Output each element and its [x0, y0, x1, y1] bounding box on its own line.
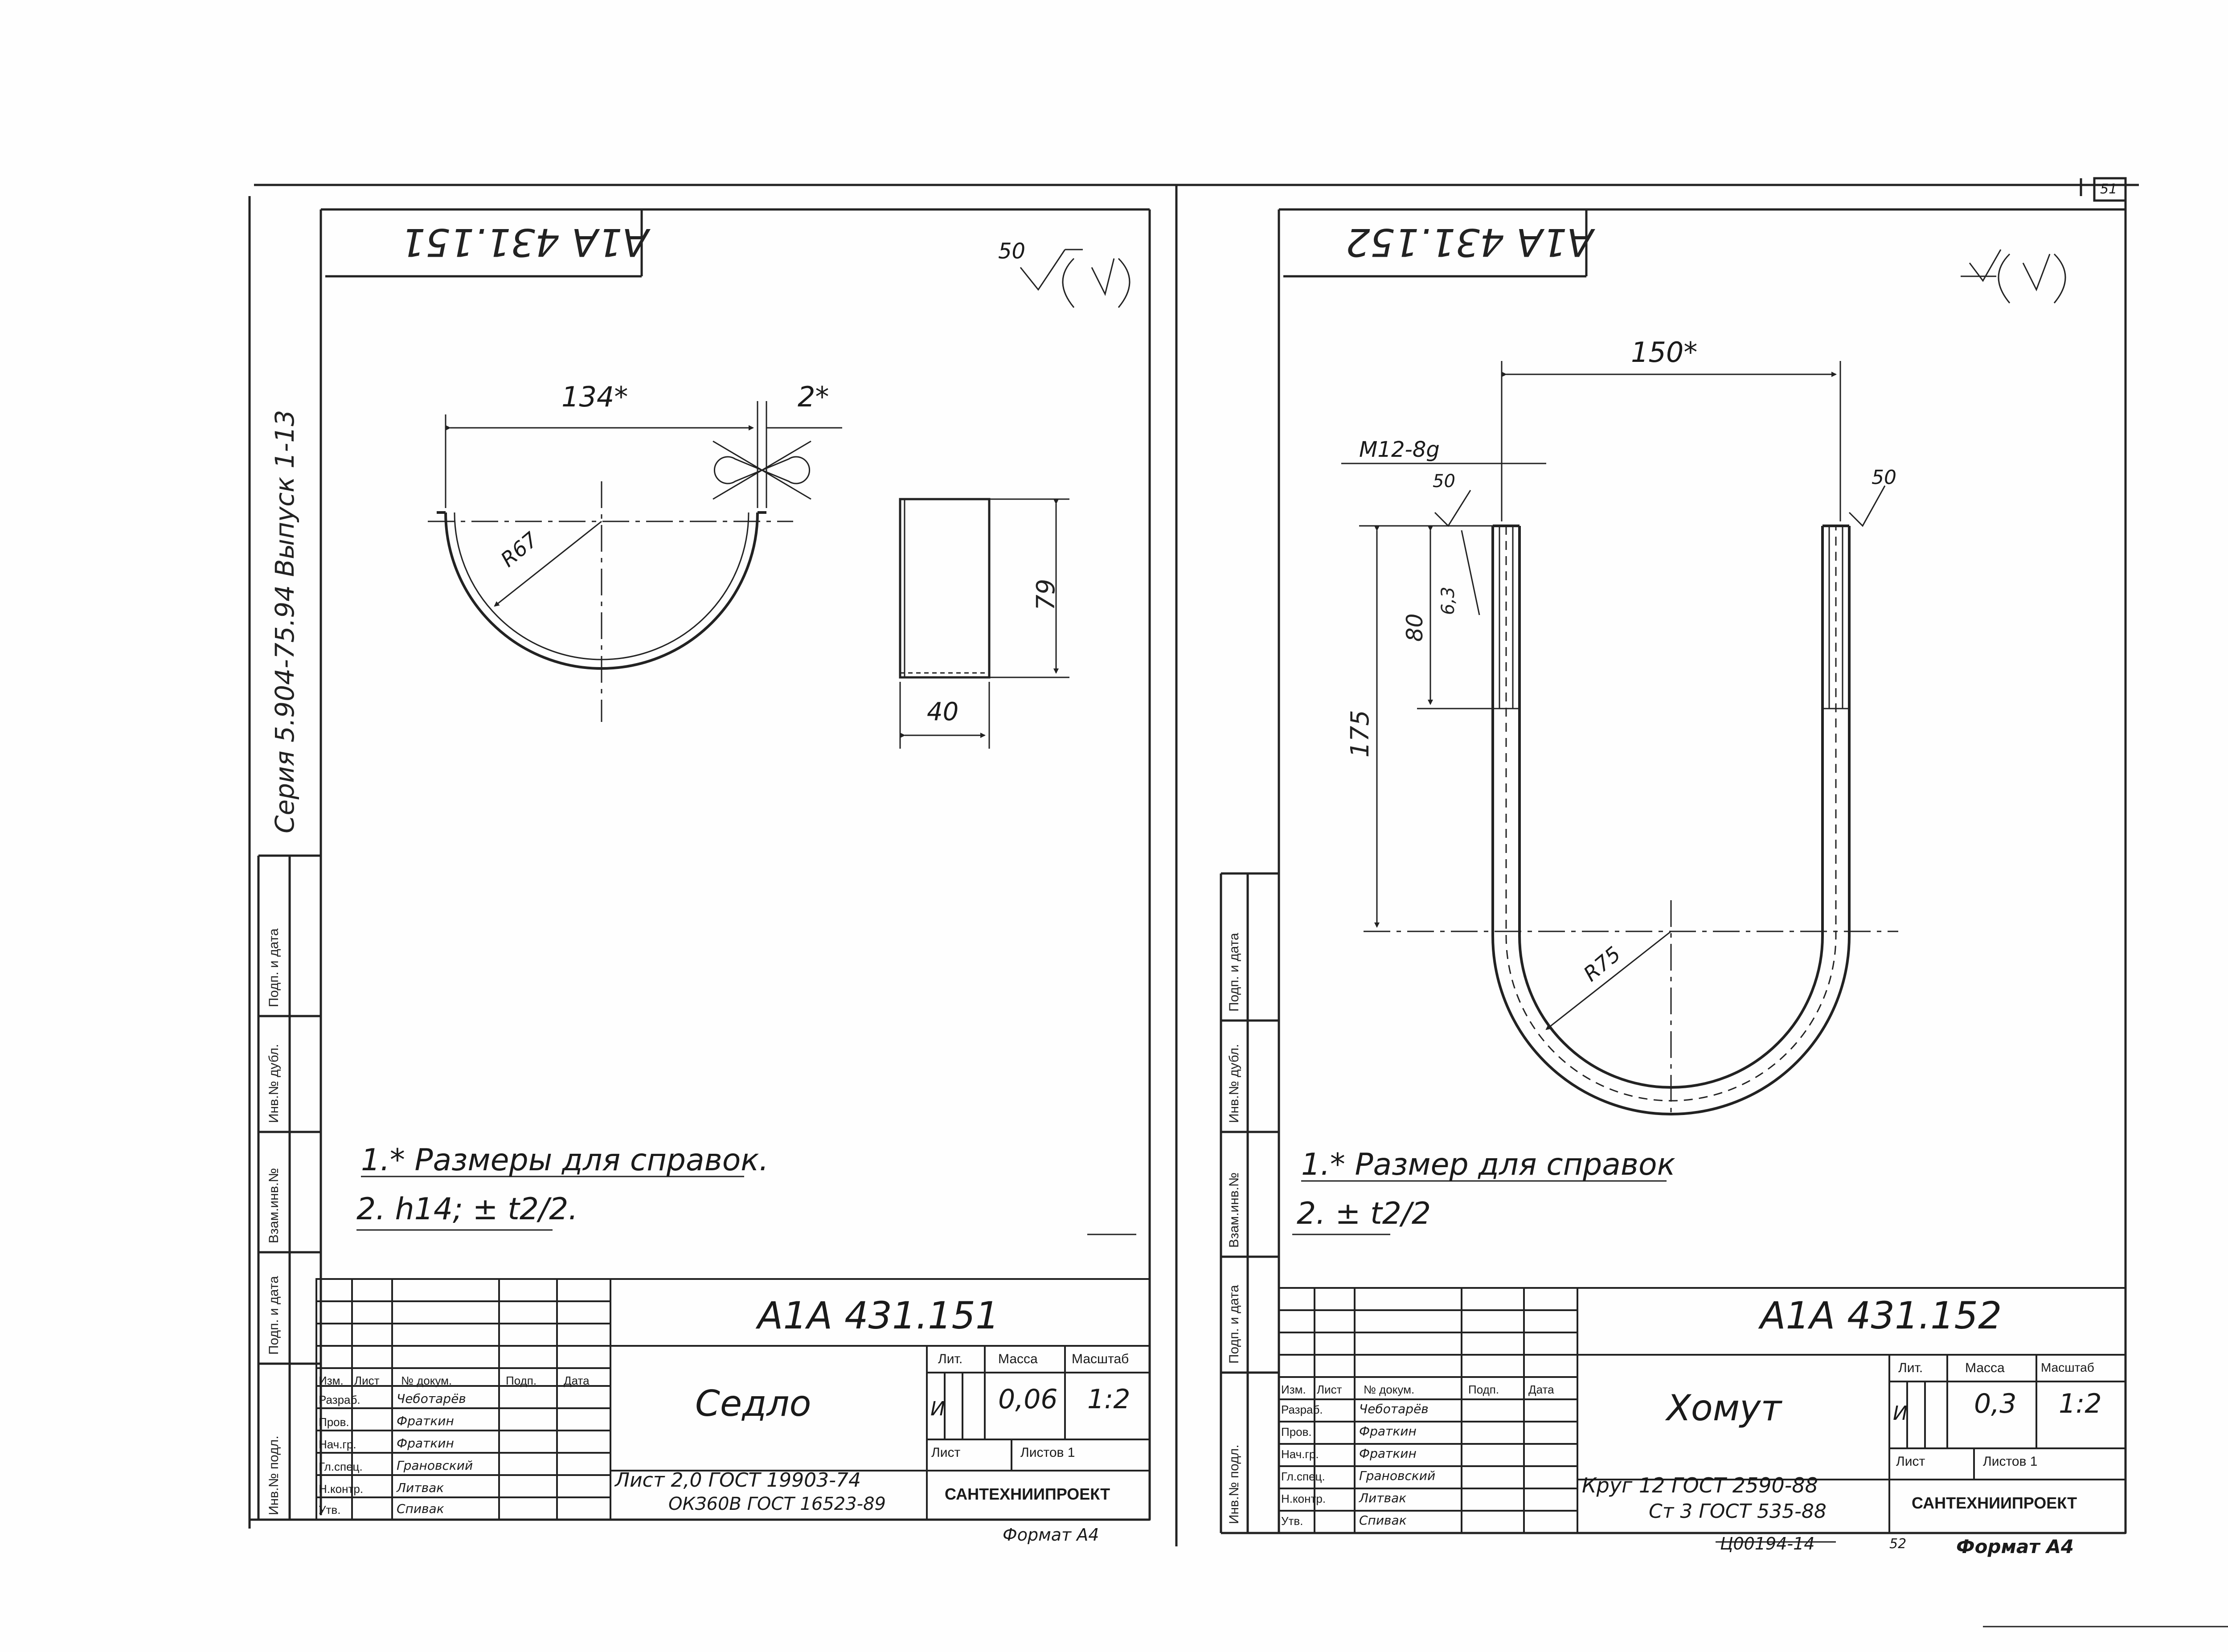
right-note-1: 1.* Размер для справок [1301, 1147, 1675, 1182]
left-tb-lit-label: Лит. [938, 1352, 963, 1366]
left-dim-gap: 2* [798, 381, 829, 413]
left-note-2: 2. h14; ± t2/2. [356, 1192, 578, 1227]
left-tb-org: САНТЕХНИИПРОЕКТ [945, 1485, 1110, 1503]
right-tb-name-3: Фраткин [1359, 1446, 1417, 1461]
right-tb-role-4: Гл.спец. [1281, 1470, 1325, 1483]
right-dim-leg: 175 [1346, 710, 1375, 758]
right-dim-thread: М12-8g [1359, 437, 1440, 462]
right-tb-head-sign: Подп. [1468, 1383, 1499, 1396]
left-tb-head-izm: Изм. [319, 1374, 344, 1387]
side-stamp-inv-right: Инв.№ подл. [1227, 1444, 1241, 1524]
right-tb-name-1: Чеботарёв [1359, 1402, 1429, 1416]
left-tb-name-6: Спивак [397, 1501, 444, 1516]
right-tb-name-6: Спивак [1359, 1513, 1407, 1528]
right-tb-name-4: Грановский [1359, 1468, 1436, 1483]
right-tb-name-5: Литвак [1359, 1491, 1407, 1505]
side-stamp-inv-left: Инв.№ подл. [266, 1435, 281, 1515]
left-tb-role-6: Утв. [319, 1503, 341, 1517]
left-dim-height: 79 [1032, 578, 1061, 611]
right-tb-name-2: Фраткин [1359, 1424, 1417, 1439]
left-tb-name-1: Чеботарёв [397, 1391, 466, 1406]
right-dim-width: 150* [1631, 336, 1698, 369]
left-tb-mass: 0,06 [998, 1384, 1058, 1415]
left-tb-role-4: Гл.спец. [319, 1460, 363, 1473]
left-note-1: 1.* Размеры для справок. [361, 1143, 769, 1178]
left-tb-head-doc: № докум. [401, 1374, 452, 1387]
right-tb-material-1: Круг 12 ГОСТ 2590-88 [1582, 1473, 1818, 1497]
right-tb-mass: 0,3 [1974, 1388, 2017, 1419]
page-badge: 51 [2100, 181, 2117, 197]
right-tb-head-date: Дата [1528, 1383, 1554, 1396]
left-format: Формат А4 [1003, 1525, 1099, 1545]
left-tb-name: Седло [695, 1383, 811, 1424]
right-tb-name: Хомут [1667, 1387, 1782, 1429]
left-tb-scale: 1:2 [1087, 1384, 1130, 1415]
right-dim-thread-len: 80 [1402, 613, 1428, 642]
left-tb-role-5: Н.контр. [319, 1482, 364, 1496]
left-dim-width: 134* [561, 381, 628, 413]
left-tb-designation: А1А 431.151 [758, 1294, 999, 1337]
left-tb-mass-label: Масса [998, 1352, 1038, 1366]
side-stamp-sign2-left: Подп. и дата [266, 928, 281, 1007]
side-stamp-sign-left: Подп. и дата [266, 1276, 281, 1355]
right-dim-small: 6,3 [1438, 586, 1458, 615]
right-tb-lit-label: Лит. [1898, 1361, 1923, 1375]
bottom-badge: 52 [1889, 1536, 1907, 1552]
left-tb-head-date: Дата [564, 1374, 590, 1387]
left-tb-scale-label: Масштаб [1072, 1352, 1129, 1366]
right-tb-scale-label: Масштаб [2041, 1361, 2094, 1374]
left-tb-sheet-label: Лист [931, 1445, 961, 1460]
side-stamp-sign-right: Подп. и дата [1227, 1285, 1241, 1364]
side-stamp-replace-right: Взам.инв.№ [1227, 1172, 1241, 1248]
right-tb-sheets-label: Листов 1 [1983, 1454, 2038, 1469]
right-tb-role-5: Н.контр. [1281, 1492, 1326, 1505]
right-tb-mass-label: Масса [1965, 1361, 2005, 1375]
right-format: Формат А4 [1956, 1536, 2074, 1558]
right-tb-sheet-label: Лист [1896, 1454, 1925, 1469]
left-tb-role-1: Разраб. [319, 1393, 360, 1406]
side-stamp-replace-left: Взам.инв.№ [266, 1168, 281, 1243]
series-label: Серия 5.904-75.94 Выпуск 1-13 [270, 410, 300, 833]
right-tb-role-3: Нач.гр. [1281, 1447, 1319, 1461]
side-stamp-dup-left: Инв.№ дубл. [266, 1044, 281, 1123]
right-tb-role-2: Пров. [1281, 1425, 1312, 1439]
right-tb-org: САНТЕХНИИПРОЕКТ [1912, 1494, 2077, 1512]
left-tb-name-2: Фраткин [397, 1414, 454, 1428]
right-code-flipped: А1А 431.152 [1346, 220, 1593, 264]
right-tb-head-doc: № докум. [1364, 1383, 1415, 1396]
bottom-code: Ц00194-14 [1720, 1534, 1815, 1554]
left-tb-name-5: Литвак [397, 1480, 444, 1495]
right-tb-material-2: Ст 3 ГОСТ 535-88 [1649, 1500, 1827, 1523]
left-roughness-value: 50 [998, 239, 1026, 264]
right-rough-2: 50 [1872, 466, 1896, 489]
left-tb-sheets-label: Листов 1 [1020, 1445, 1075, 1460]
right-tb-head-izm: Изм. [1281, 1383, 1306, 1396]
left-tb-head-sign: Подп. [506, 1374, 537, 1387]
left-tb-name-4: Грановский [397, 1458, 473, 1473]
left-tb-head-list: Лист [354, 1374, 380, 1387]
left-tb-material-1: Лист 2,0 ГОСТ 19903-74 [615, 1469, 861, 1492]
right-tb-lit: И [1893, 1402, 1908, 1425]
left-tb-lit: И [930, 1398, 945, 1420]
left-code-flipped: А1А 431.151 [401, 220, 649, 264]
right-tb-head-list: Лист [1317, 1383, 1342, 1396]
right-rough-1: 50 [1433, 471, 1455, 492]
right-tb-designation: А1А 431.152 [1760, 1294, 2002, 1337]
left-tb-material-2: ОКЗ60В ГОСТ 16523-89 [668, 1494, 886, 1514]
left-tb-name-3: Фраткин [397, 1436, 454, 1451]
right-tb-scale: 1:2 [2059, 1388, 2102, 1419]
left-tb-role-2: Пров. [319, 1415, 349, 1429]
right-tb-role-1: Разраб. [1281, 1403, 1323, 1416]
right-note-2: 2. ± t2/2 [1297, 1196, 1431, 1231]
left-tb-role-3: Нач.гр. [319, 1438, 356, 1451]
right-tb-role-6: Утв. [1281, 1514, 1303, 1528]
left-dim-thickness: 40 [927, 697, 959, 726]
side-stamp-sign2-right: Подп. и дата [1227, 933, 1241, 1012]
side-stamp-dup-right: Инв.№ дубл. [1227, 1044, 1241, 1123]
